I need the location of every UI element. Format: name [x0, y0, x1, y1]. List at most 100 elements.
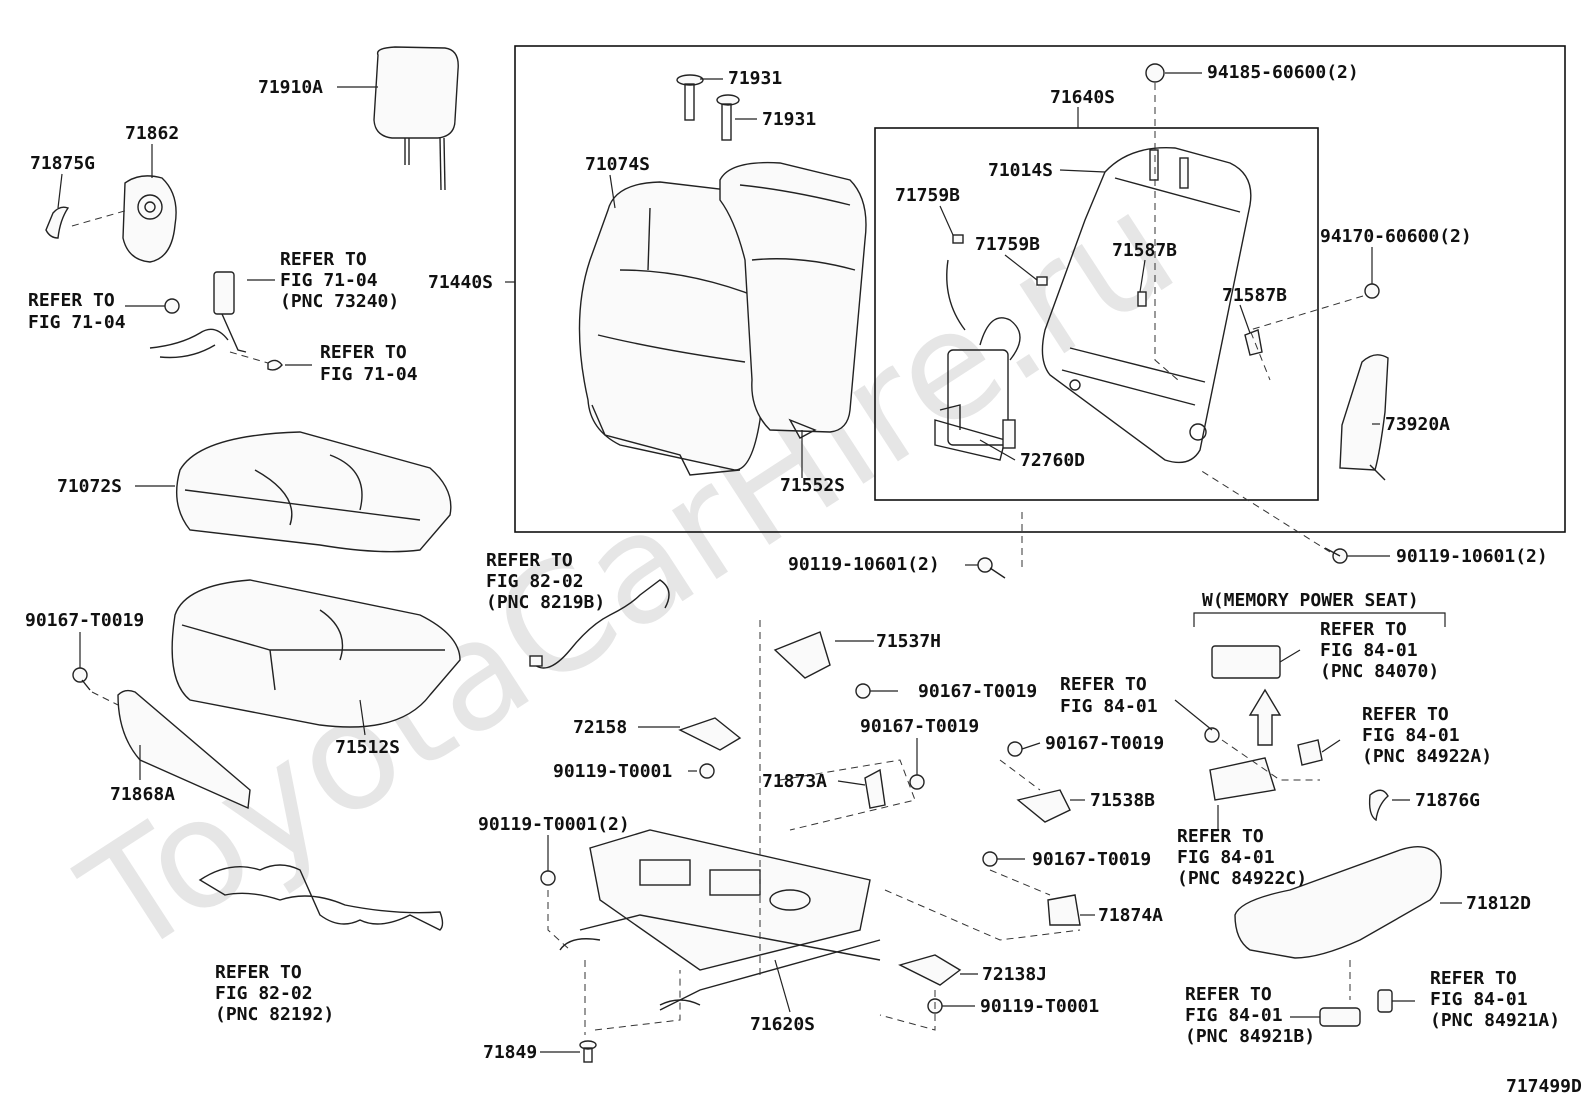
part-label-71876g: 71876G [1415, 790, 1480, 811]
ref-note-84921b: REFER TO FIG 84-01 (PNC 84921B) [1185, 984, 1315, 1047]
side-cover-wire [1369, 464, 1386, 481]
part-label-90119-10601-right: 90119-10601(2) [1396, 546, 1548, 567]
cover-71876g-drawing [1368, 789, 1389, 822]
knob-84921b-drawing [1319, 1007, 1361, 1027]
part-label-90119-t0001-2: 90119-T0001(2) [478, 814, 630, 835]
hook-71874a-drawing [1047, 894, 1081, 926]
part-label-90167-71537h: 90167-T0019 [918, 681, 1037, 702]
part-label-72760d: 72760D [1020, 450, 1085, 471]
bolt-right-drawing [1324, 547, 1348, 564]
part-label-71587b-a: 71587B [1112, 240, 1177, 261]
knob-84921a-drawing [1377, 989, 1393, 1013]
part-label-71875g: 71875G [30, 153, 95, 174]
backframe-group-frame [874, 127, 1319, 501]
part-label-71640s: 71640S [1050, 87, 1115, 108]
part-label-71759b-b: 71759B [975, 234, 1040, 255]
bolt-t0001-a-drawing [699, 763, 715, 779]
arrow-drawing [1248, 688, 1282, 746]
back-frame-drawing [1041, 147, 1252, 464]
part-label-71552s: 71552S [780, 475, 845, 496]
part-label-71537h: 71537H [876, 631, 941, 652]
figure-id: 717499D [1506, 1076, 1582, 1097]
bolt-center-drawing [977, 557, 1006, 579]
part-label-71440s: 71440S [428, 272, 493, 293]
part-label-72138j: 72138J [982, 964, 1047, 985]
part-label-72158: 72158 [573, 717, 627, 738]
cover-71875g-drawing [45, 206, 70, 239]
memory-group-label: W(MEMORY POWER SEAT) [1202, 590, 1419, 611]
part-label-71910a: 71910A [258, 77, 323, 98]
switch-84922c-drawing [1209, 757, 1276, 801]
headrest-drawing [373, 46, 459, 191]
screw-left-drawing [72, 667, 91, 691]
part-label-71512s: 71512S [335, 737, 400, 758]
ref-note-82192: REFER TO FIG 82-02 (PNC 82192) [215, 962, 334, 1025]
bracket-71538b-drawing [1016, 789, 1071, 823]
part-label-71849: 71849 [483, 1042, 537, 1063]
part-label-90119-10601-center: 90119-10601(2) [788, 554, 940, 575]
memory-group-bracket [1193, 612, 1446, 627]
ref-note-84921a: REFER TO FIG 84-01 (PNC 84921A) [1430, 968, 1560, 1031]
shield-71812d-drawing [1234, 846, 1442, 959]
cover-72158-drawing [678, 717, 742, 751]
seatback-group-frame [514, 45, 1566, 533]
lumbar-drawing [934, 259, 1021, 461]
shield-71868a-drawing [117, 689, 251, 810]
part-labels: 71910A 71862 71875G 71931 71931 71074S 7… [25, 62, 1582, 1097]
connector-8219b [529, 655, 543, 667]
part-label-94170: 94170-60600(2) [1320, 226, 1472, 247]
screw-center-drawing [909, 774, 925, 790]
back-pad-drawing [719, 161, 867, 439]
part-label-90119-t0001-b: 90119-T0001 [980, 996, 1099, 1017]
hook-71873a-drawing [864, 768, 886, 809]
ref-note-84070: REFER TO FIG 84-01 (PNC 84070) [1320, 619, 1439, 682]
clip-71759b-drawing-2 [1036, 276, 1048, 286]
back-cover-drawing [578, 181, 771, 476]
part-label-71873a: 71873A [762, 771, 827, 792]
bolt-t0001-2-drawing [540, 870, 556, 886]
part-label-71538b: 71538B [1090, 790, 1155, 811]
cover-72138j-drawing [898, 954, 962, 986]
part-label-90167-left: 90167-T0019 [25, 610, 144, 631]
support-drawing [676, 74, 740, 141]
part-label-71812d: 71812D [1466, 893, 1531, 914]
part-label-71587b-b: 71587B [1222, 285, 1287, 306]
reference-notes: REFER TO FIG 71-04 (PNC 73240) REFER TO … [28, 249, 1560, 1047]
part-label-71074s: 71074S [585, 154, 650, 175]
dash-screw-left [91, 691, 119, 706]
ref-note-84922c: REFER TO FIG 84-01 (PNC 84922C) [1177, 826, 1307, 889]
clip-71587b-drawing [1137, 291, 1147, 307]
assembly-lines [547, 83, 1364, 1035]
ref-note-8219b: REFER TO FIG 82-02 (PNC 8219B) [486, 550, 605, 613]
part-label-90119-t0001-a: 90119-T0001 [553, 761, 672, 782]
side-cover-drawing [1339, 354, 1389, 471]
harness-8219b-drawing [529, 579, 670, 669]
dash-71875g [71, 209, 129, 227]
part-label-90167-lower-right: 90167-T0019 [1032, 849, 1151, 870]
ref-note-7104-bottom: REFER TO FIG 71-04 [320, 342, 418, 385]
harness-82192-drawing [198, 864, 444, 931]
part-label-90167-center: 90167-T0019 [860, 716, 979, 737]
nut-top-drawing [1145, 63, 1165, 83]
part-label-90167-mid-right: 90167-T0019 [1045, 733, 1164, 754]
pin-71849-drawing [579, 1040, 597, 1063]
part-label-71014s: 71014S [988, 160, 1053, 181]
bracket-71537h-drawing [773, 631, 831, 679]
adjuster-drawing [559, 829, 881, 1011]
clip-71587b-drawing-2 [1244, 329, 1263, 356]
knob-84922a-drawing [1297, 739, 1323, 766]
screw-84-01-drawing [1204, 727, 1220, 743]
nut-side-drawing [1364, 283, 1380, 299]
part-label-71072s: 71072S [57, 476, 122, 497]
cushion-cover-drawing [175, 431, 452, 553]
cap-drawing [122, 175, 177, 263]
part-label-71874a: 71874A [1098, 905, 1163, 926]
part-label-71931-b: 71931 [762, 109, 816, 130]
part-label-73920a: 73920A [1385, 414, 1450, 435]
clip-71759b-drawing [952, 234, 964, 244]
ref-note-8401: REFER TO FIG 84-01 [1060, 674, 1158, 717]
cushion-pad-drawing [171, 579, 461, 728]
part-label-71620s: 71620S [750, 1014, 815, 1035]
